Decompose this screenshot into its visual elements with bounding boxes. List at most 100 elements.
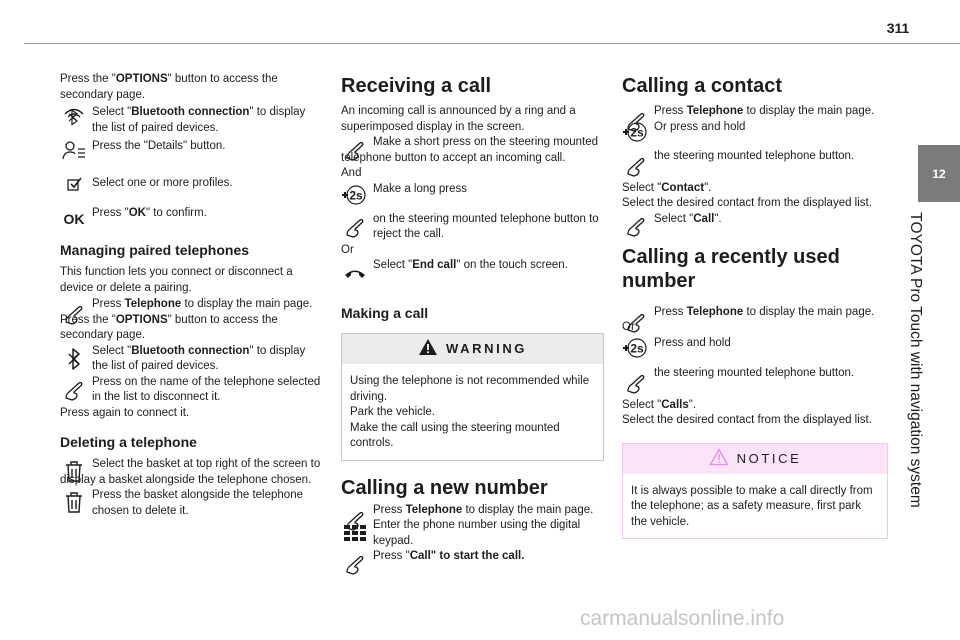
- header-rule: [24, 43, 960, 44]
- hang-up-icon: [341, 262, 369, 284]
- text-run: the steering mounted telephone button.: [654, 149, 855, 162]
- steering-2s-icon: [622, 121, 650, 143]
- step-telephone: Press Telephone to display the main page…: [622, 305, 888, 333]
- select-contact-list: Select the desired contact from the disp…: [622, 197, 872, 209]
- step-end-call: Select "End call" on the touch screen.: [341, 258, 604, 280]
- warning-header: WARNING: [342, 334, 603, 364]
- finger-touch-icon: [341, 553, 369, 575]
- text-run: Enter the phone number using the digital…: [373, 519, 581, 547]
- step-text: Select the basket at top right of the sc…: [60, 457, 322, 488]
- emphasis-text: OPTIONS: [115, 313, 168, 326]
- step-steering-button: the steering mounted telephone button.: [622, 149, 888, 179]
- finger-touch-icon: [341, 139, 369, 161]
- notice-box: NOTICE It is always possible to make a c…: [622, 442, 888, 539]
- heading-making-call: Making a call: [341, 305, 429, 321]
- step-text: Press "Call" to start the call.: [373, 549, 604, 565]
- emphasis-text: Telephone: [124, 298, 182, 310]
- emphasis-text: Call: [693, 212, 715, 225]
- step-bluetooth: Select "Bluetooth connection" to display…: [60, 344, 322, 375]
- notice-header: NOTICE: [623, 443, 887, 474]
- notice-icon: [709, 447, 729, 470]
- text-run: to display the main page.: [462, 503, 594, 516]
- step-disconnect: Press on the name of the telephone selec…: [60, 375, 322, 406]
- or-word: Or: [622, 321, 635, 333]
- text-run: Press: [373, 503, 406, 516]
- text-run: ".: [704, 181, 712, 194]
- step-text: Select "End call" on the touch screen.: [373, 258, 604, 274]
- step-keypad: Enter the phone number using the digital…: [341, 518, 604, 549]
- chapter-tab[interactable]: 12: [918, 145, 960, 202]
- step-basket-display: Select the basket at top right of the sc…: [60, 457, 322, 488]
- receiving-intro: An incoming call is announced by a ring …: [341, 105, 576, 133]
- step-ok: OK Press "OK" to confirm.: [60, 206, 322, 228]
- select-contact: Select "Contact".: [622, 181, 888, 197]
- text-run: Press and hold: [654, 336, 731, 349]
- text-run: Select ": [654, 212, 694, 225]
- text-run: ".: [714, 212, 722, 225]
- step-press-hold: Press and hold: [622, 336, 888, 366]
- step-details: Press the "Details" button.: [60, 139, 322, 165]
- step-text: the steering mounted telephone button.: [654, 149, 888, 165]
- text-run: the steering mounted telephone button.: [654, 366, 855, 379]
- steering-2s-icon: [622, 337, 650, 359]
- text-run: Press the ": [60, 73, 116, 85]
- text-run: Press the "Details" button.: [92, 140, 226, 152]
- heading-calling-recent-number: Calling a recently used number: [622, 245, 840, 292]
- ok-icon: OK: [63, 211, 85, 228]
- managing-options: Press the "OPTIONS" button to access the…: [60, 313, 322, 344]
- finger-touch-icon: [60, 379, 88, 401]
- step-telephone: Press Telephone to display the main page…: [60, 297, 322, 325]
- text-run: to display the main page.: [743, 105, 875, 117]
- notice-text: It is always possible to make a call dir…: [631, 484, 873, 528]
- emphasis-text: OPTIONS: [115, 73, 168, 85]
- text-run: ".: [688, 398, 697, 411]
- step-select-call: Select "Call".: [622, 212, 888, 237]
- step-text: Select "Bluetooth connection" to display…: [92, 344, 322, 375]
- text-run: " button to access the secondary page.: [60, 313, 278, 342]
- step-text: Select "Call".: [654, 212, 888, 228]
- emphasis-text: OK: [128, 207, 146, 219]
- or-word: Or: [341, 243, 354, 256]
- step-call: Press "Call" to start the call.: [341, 549, 604, 575]
- step-basket-delete: Press the basket alongside the telephone…: [60, 488, 322, 519]
- step-text: Press on the name of the telephone selec…: [92, 375, 322, 406]
- managing-again: Press again to connect it.: [60, 406, 190, 419]
- text-run: Press: [92, 298, 125, 310]
- emphasis-text: End call: [412, 259, 457, 271]
- text-run: Select ": [373, 259, 413, 271]
- step-telephone: Press Telephone to display the main page…: [341, 503, 604, 531]
- text-run: Press: [654, 105, 687, 117]
- text-run: Select one or more profiles.: [92, 177, 233, 190]
- trash-icon: [60, 492, 88, 514]
- text-run: Select ": [92, 344, 132, 357]
- step-telephone: Press Telephone to display the main page…: [622, 104, 888, 132]
- steering-2s-icon: [341, 184, 369, 206]
- emphasis-text: Contact: [661, 181, 705, 194]
- keypad-icon: [341, 522, 369, 544]
- warning-icon: [418, 338, 438, 360]
- warning-label: WARNING: [445, 341, 528, 357]
- select-calls: Select "Calls".: [622, 398, 888, 414]
- step-text: Make a long press: [373, 182, 604, 198]
- step-text: Press the basket alongside the telephone…: [92, 488, 322, 519]
- column-middle: Receiving a call An incoming call is ann…: [341, 74, 604, 575]
- and-word: And: [341, 167, 362, 179]
- checkbox-icon: [60, 173, 88, 195]
- text-run: " button to access the secondary page.: [60, 73, 278, 101]
- finger-touch-icon: [622, 215, 650, 237]
- bluetooth-wifi-icon: [60, 106, 88, 128]
- step-text: Press Telephone to display the main page…: [654, 104, 888, 120]
- options-instruction: Press the "OPTIONS" button to access the…: [60, 72, 322, 103]
- emphasis-text: Telephone: [686, 305, 744, 318]
- text-run: on the steering mounted telephone button…: [373, 212, 599, 241]
- emphasis-text: Calls: [661, 398, 689, 411]
- text-run: Select ": [92, 106, 132, 118]
- chapter-title: TOYOTA Pro Touch with navigation system: [895, 200, 935, 520]
- step-bluetooth-connection: Select "Bluetooth connection" to display…: [60, 105, 322, 136]
- text-run: to display the main page.: [181, 298, 313, 310]
- emphasis-text: Telephone: [686, 105, 744, 117]
- text-run: Or press and hold: [654, 120, 746, 133]
- page-number: 311: [886, 20, 910, 36]
- text-run: Select the basket at top right of the sc…: [60, 458, 321, 486]
- bluetooth-icon: [60, 347, 88, 370]
